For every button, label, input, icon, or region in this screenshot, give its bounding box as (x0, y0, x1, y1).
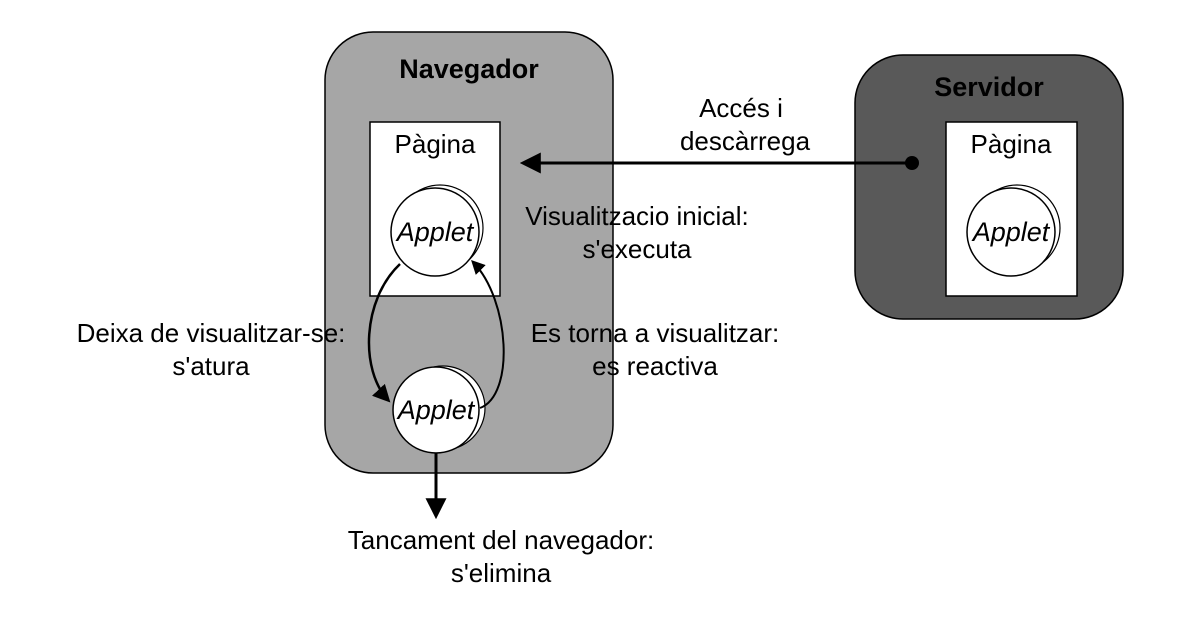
browser-page-label: Pàgina (395, 129, 476, 159)
server-applet-label: Applet (971, 217, 1051, 247)
server-box: Servidor Pàgina Applet (854, 54, 1124, 320)
browser-applet-later: Applet (392, 365, 486, 454)
stop-arrow (367, 263, 401, 403)
initial-display-label-line-2: s'executa (582, 234, 692, 264)
stop-label-line-1: Deixa de visualitzar-se: (77, 318, 346, 348)
close-label-line-1: Tancament del navegador: (348, 525, 654, 555)
browser-applet-initial: Applet (390, 184, 484, 277)
resume-arrow (471, 259, 505, 409)
stop-label-line-2: s'atura (172, 351, 250, 381)
browser-applet-label-2: Applet (396, 395, 476, 425)
server-page-label: Pàgina (971, 129, 1052, 159)
resume-label-line-2: es reactiva (592, 351, 718, 381)
access-label-line-2: descàrrega (680, 126, 811, 156)
server-applet: Applet (966, 184, 1061, 277)
server-title: Servidor (934, 72, 1044, 102)
browser-box: Navegador Pàgina Applet Applet (324, 31, 614, 474)
resume-label-line-1: Es torna a visualitzar: (531, 318, 780, 348)
browser-applet-label: Applet (395, 217, 475, 247)
initial-display-label-line-1: Visualitzacio inicial: (525, 201, 749, 231)
access-label-line-1: Accés i (699, 93, 783, 123)
download-arrow-origin-dot (905, 156, 919, 170)
browser-title: Navegador (399, 54, 539, 84)
close-label-line-2: s'elimina (451, 558, 552, 588)
